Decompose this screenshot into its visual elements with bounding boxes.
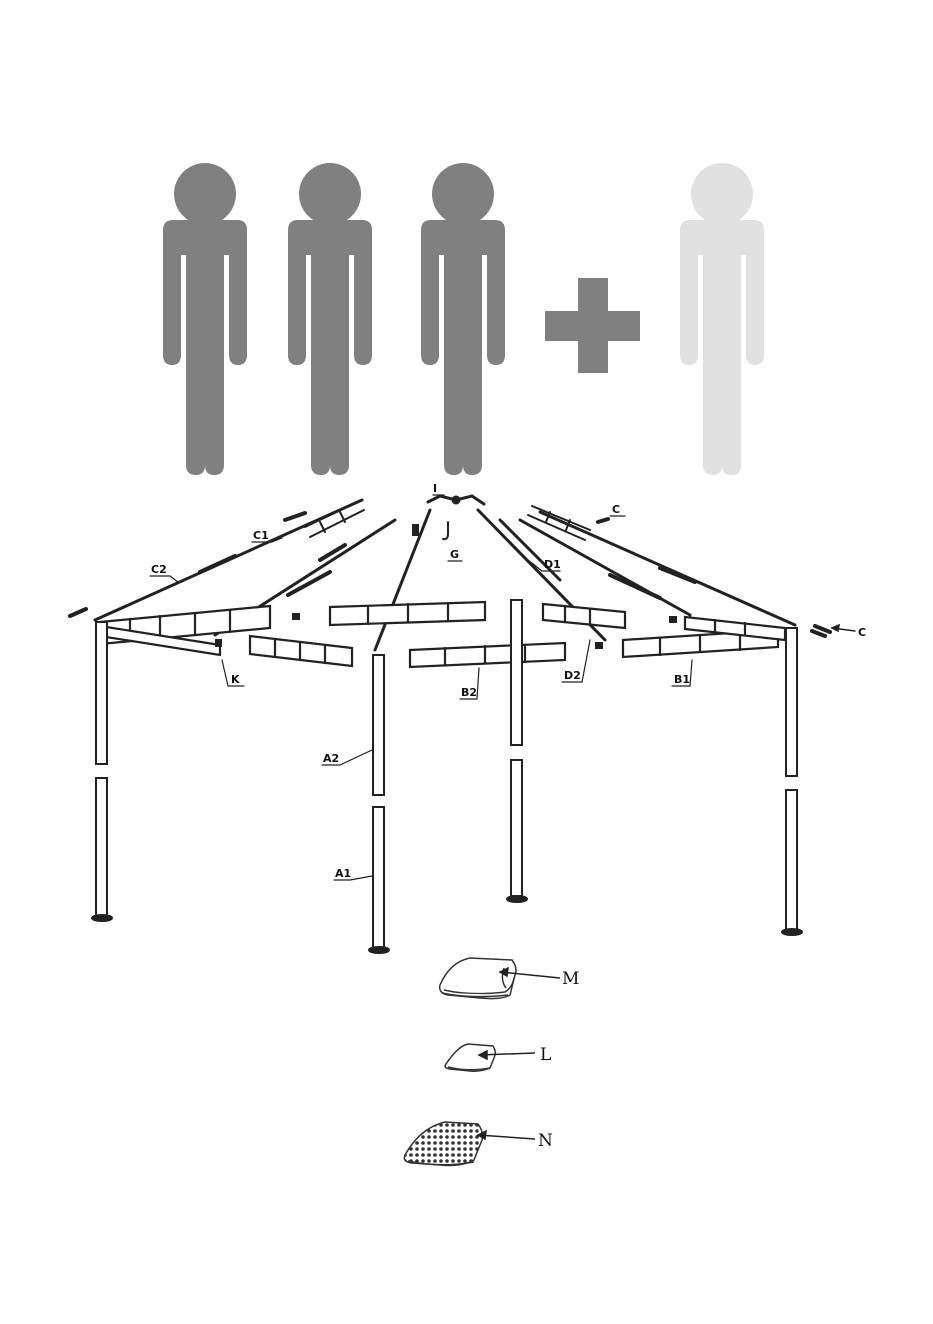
person-icon-2 [288, 163, 372, 475]
label-m: M [562, 969, 579, 989]
top-ladder-right [528, 506, 590, 540]
label-g: G [450, 548, 459, 561]
label-c2: C2 [151, 563, 167, 576]
arrow-l [479, 1051, 535, 1059]
person-icon-1 [163, 163, 247, 475]
plus-icon [545, 278, 640, 373]
arrow-n [478, 1131, 535, 1139]
label-b1: B1 [674, 673, 690, 686]
label-i: I [433, 482, 437, 495]
part-labels: I C C C1 C2 G D1 D2 K B1 B2 A2 A1 M L N [151, 482, 866, 1151]
person-optional-icon [680, 163, 764, 475]
arrow-c [832, 625, 855, 631]
people-row [163, 163, 764, 475]
label-l: L [540, 1045, 551, 1065]
label-c-top: C [612, 503, 620, 516]
bag-l [445, 1044, 495, 1071]
label-c1: C1 [253, 529, 269, 542]
gazebo-frame [70, 495, 855, 953]
label-k: K [231, 673, 240, 686]
label-c-side: C [858, 626, 866, 639]
mesh-n [404, 1122, 482, 1165]
label-b2: B2 [461, 686, 477, 699]
label-d1: D1 [544, 558, 561, 571]
label-d2: D2 [564, 669, 581, 682]
top-hub [428, 496, 484, 504]
canopy-m [440, 958, 516, 999]
leader-lines [150, 495, 692, 880]
person-icon-3 [421, 163, 505, 475]
label-a1: A1 [335, 867, 351, 880]
top-ladder-left [305, 500, 364, 537]
label-a2: A2 [323, 752, 339, 765]
label-n: N [538, 1131, 553, 1151]
